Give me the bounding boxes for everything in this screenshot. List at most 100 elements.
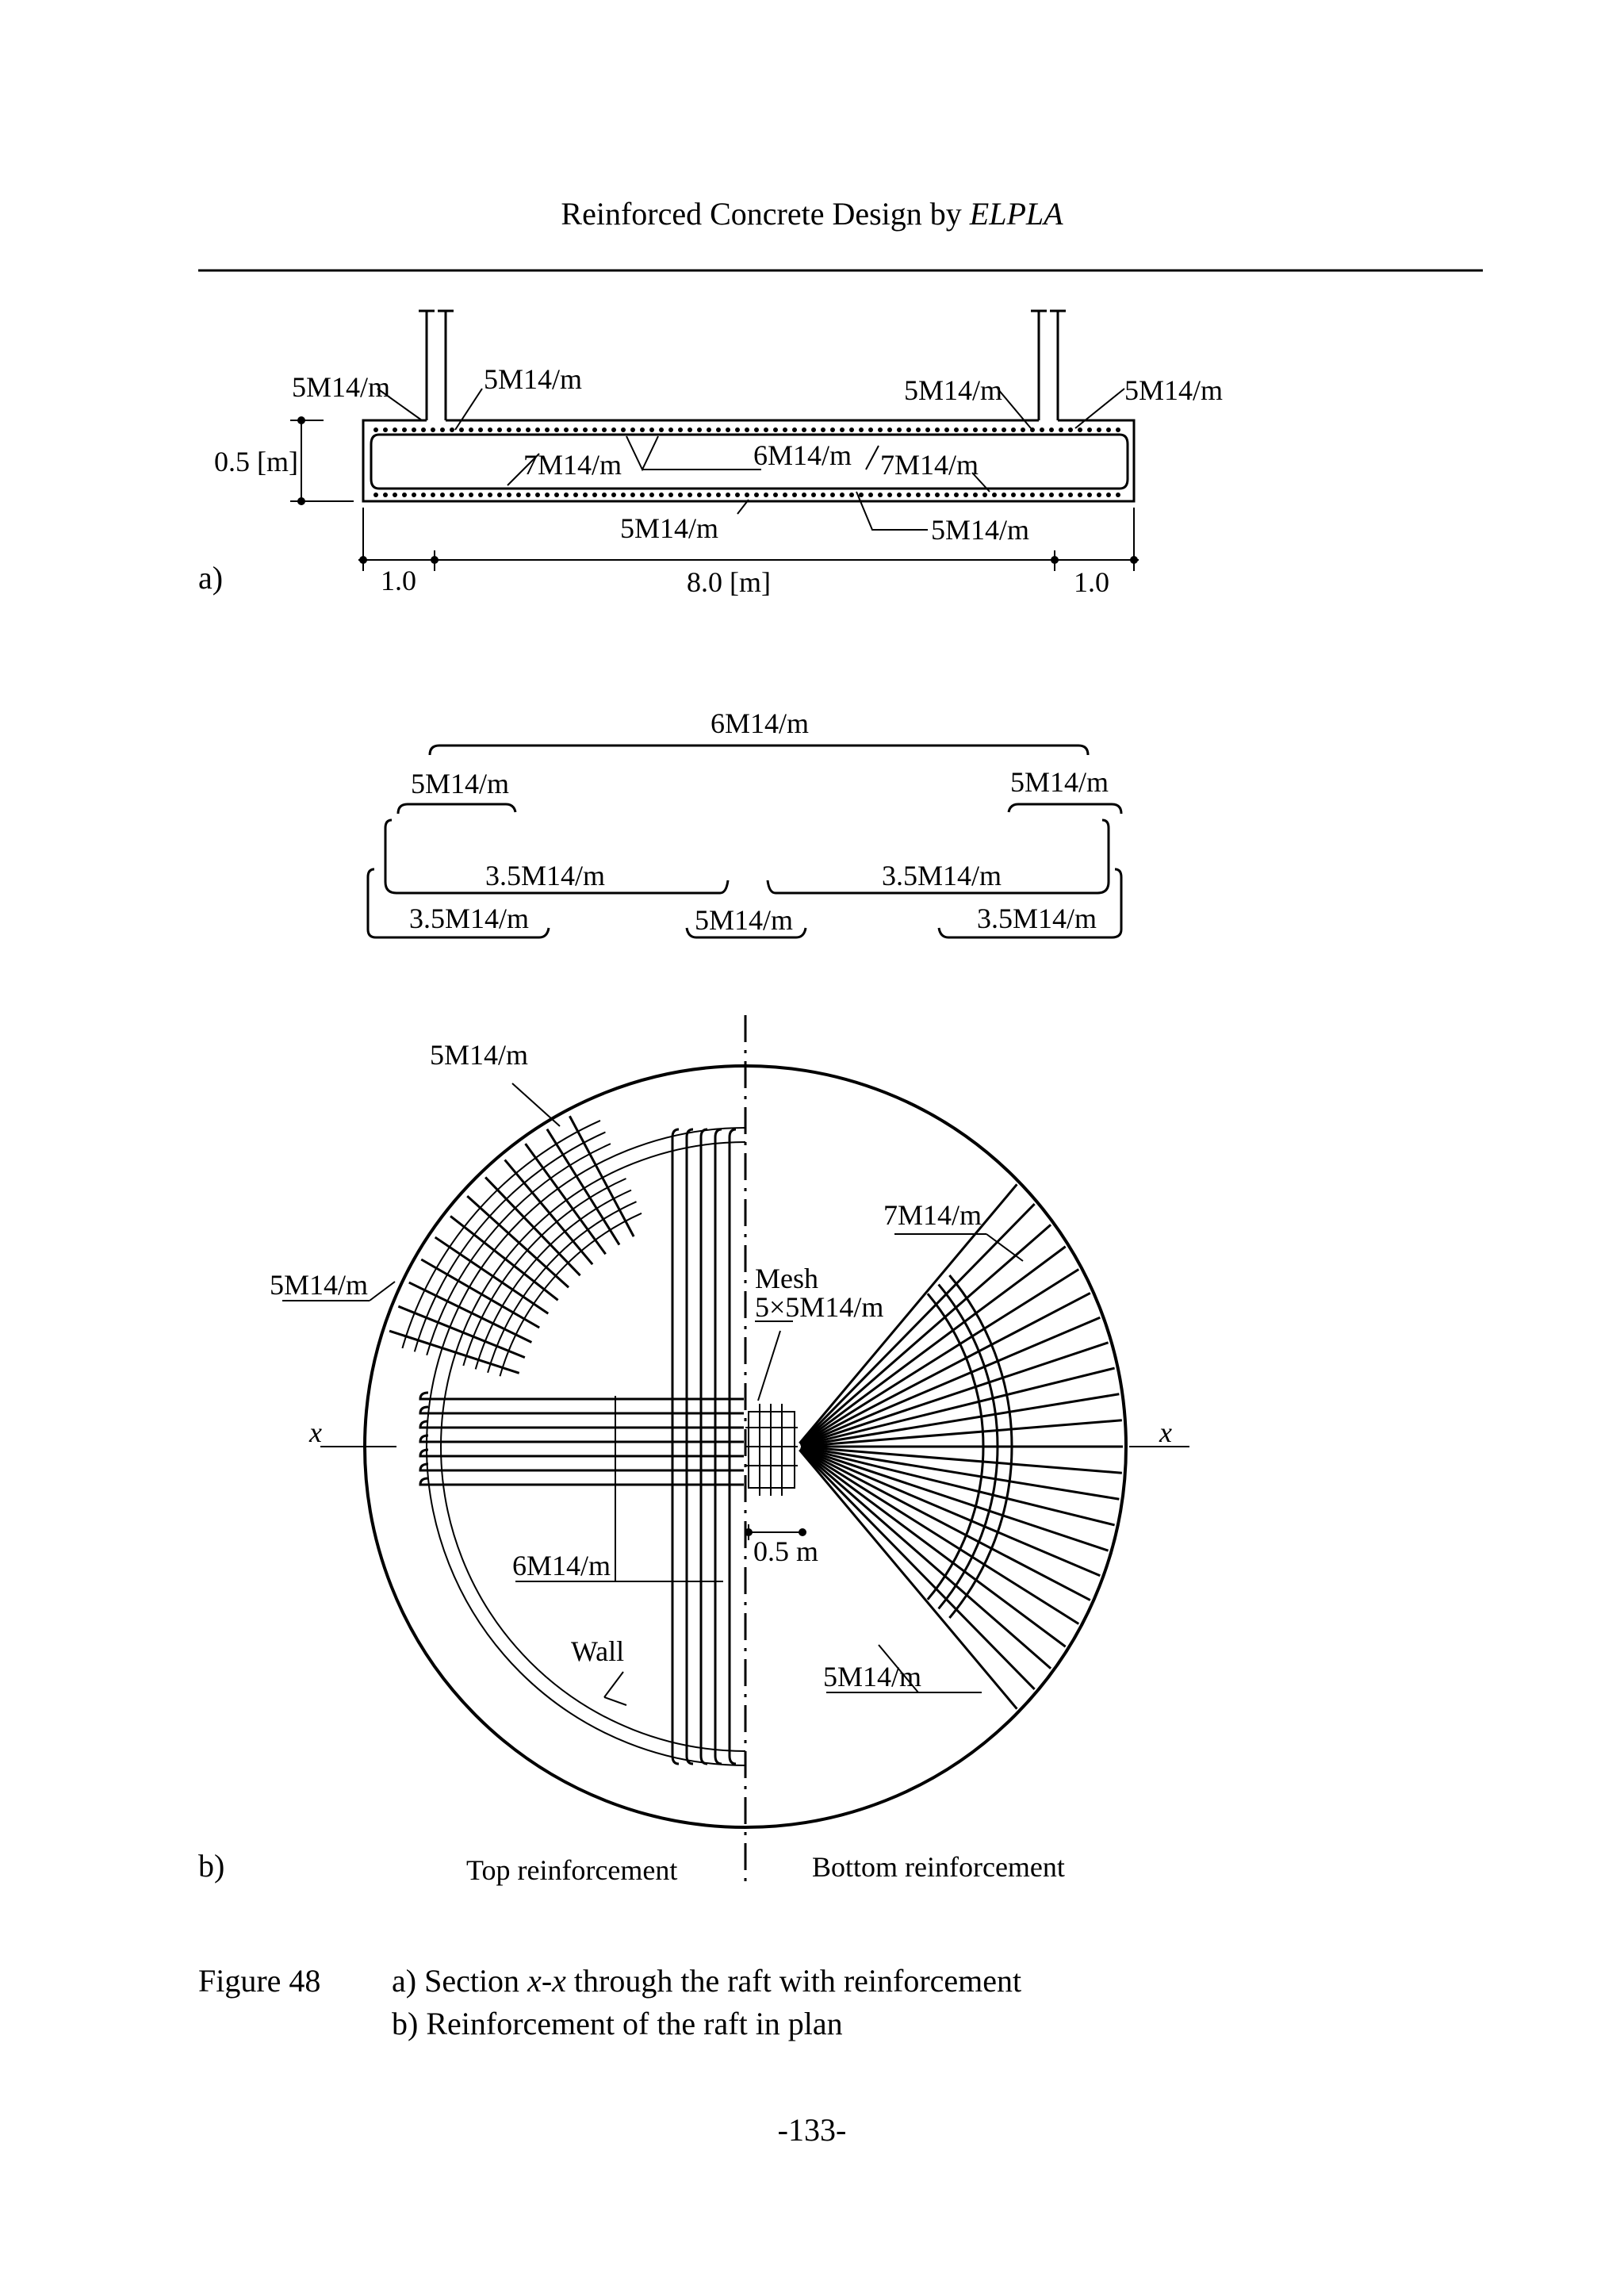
caption-a-section: x-x: [527, 1963, 566, 1999]
bottom-bar-dot: [497, 493, 502, 497]
top-bar-dot: [573, 427, 578, 432]
plan-drawing: [282, 1015, 1189, 1886]
top-bar-dot: [973, 427, 978, 432]
bottom-bar-dot: [773, 493, 778, 497]
vertical-bar: [671, 1128, 680, 1765]
top-bar-dot: [783, 427, 787, 432]
top-bar-dot: [935, 427, 940, 432]
top-bar-dot: [897, 427, 902, 432]
bottom-bar-dot: [554, 493, 559, 497]
top-bar-dot: [821, 427, 825, 432]
top-bar-dot: [859, 427, 864, 432]
bottom-bar-dot: [1049, 493, 1054, 497]
top-bar-dot: [507, 427, 511, 432]
bottom-bar-dot: [630, 493, 635, 497]
bar-hook-left: 5M14/m: [411, 768, 509, 799]
bar-shapes: [366, 744, 1123, 939]
radial-bar: [389, 1329, 520, 1374]
radial-bar: [569, 1115, 635, 1237]
bottom-bar-dot: [726, 493, 730, 497]
horizontal-bar: [419, 1391, 744, 1401]
bottom-bar-dot: [383, 493, 388, 497]
bottom-bar-dot: [1011, 493, 1016, 497]
bottom-bar-dot: [649, 493, 654, 497]
bottom-bar-dot: [602, 493, 607, 497]
top-bar-dot: [668, 427, 673, 432]
fan-bar: [800, 1446, 1120, 1501]
top-bar-dot: [954, 427, 959, 432]
dim-mid: 8.0 [m]: [687, 566, 771, 598]
top-bar-dot: [431, 427, 435, 432]
bottom-bar-dot: [897, 493, 902, 497]
bottom-bar-dot: [1078, 493, 1082, 497]
bar-top-long: 6M14/m: [710, 707, 809, 739]
fan-bar: [800, 1393, 1120, 1447]
top-bar-dot: [592, 427, 597, 432]
top-bar-dot: [906, 427, 911, 432]
page-number: -133-: [777, 2112, 847, 2148]
top-bar-dot: [1049, 427, 1054, 432]
mesh-label-line2: 5×5M14/m: [755, 1291, 883, 1323]
top-bar-dot: [526, 427, 530, 432]
top-bar-dot: [726, 427, 730, 432]
top-bar-dot: [916, 427, 921, 432]
bottom-bar-dot: [716, 493, 721, 497]
panel-a-label: a): [198, 560, 223, 596]
bottom-bar-dot: [507, 493, 511, 497]
top-bar-dot: [745, 427, 749, 432]
top-bar-dot: [1068, 427, 1073, 432]
top-bar-dot: [450, 427, 454, 432]
top-bar-dot: [583, 427, 588, 432]
bottom-bar-dot: [488, 493, 492, 497]
top-bar-dot: [830, 427, 835, 432]
fan-bar: [799, 1224, 1052, 1445]
top-bar-dot: [925, 427, 930, 432]
top-bar-dot: [697, 427, 702, 432]
ring-bar: [499, 1212, 642, 1377]
bar-low-center: 5M14/m: [695, 904, 793, 936]
bottom-bar-dot: [450, 493, 454, 497]
bottom-bar-dot: [526, 493, 530, 497]
top-bar-dot: [1059, 427, 1063, 432]
bar-low-right: 3.5M14/m: [977, 903, 1097, 934]
plan-radial-top-label: 5M14/m: [430, 1039, 528, 1071]
bottom-bar-dot: [916, 493, 921, 497]
top-bar-dot: [1040, 427, 1044, 432]
top-bar-dot: [802, 427, 806, 432]
fan-bar: [799, 1292, 1091, 1446]
bar-low-left: 3.5M14/m: [409, 903, 529, 934]
top-bar-dot: [811, 427, 816, 432]
running-header: Reinforced Concrete Design by ELPLA: [0, 195, 1624, 232]
vertical-bar: [728, 1128, 737, 1765]
bottom-bar-dot: [963, 493, 968, 497]
bottom-bar-dot: [925, 493, 930, 497]
bottom-bar-dot: [697, 493, 702, 497]
bottom-bar-dot: [878, 493, 883, 497]
fan-bar: [800, 1316, 1101, 1447]
bottom-bar-dot: [611, 493, 616, 497]
bottom-bar-dot: [821, 493, 825, 497]
bottom-bar-dot: [887, 493, 892, 497]
fan-bar: [800, 1445, 1122, 1474]
fan-bar: [799, 1268, 1080, 1446]
figure-number: Figure 48: [198, 1963, 321, 1999]
dim-left: 1.0: [381, 565, 416, 596]
top-bar-dot: [688, 427, 692, 432]
bottom-bar-dot: [431, 493, 435, 497]
top-bar-dot: [602, 427, 607, 432]
caption-b: b) Reinforcement of the raft in plan: [392, 2006, 843, 2041]
bar-hook-right: 5M14/m: [1010, 766, 1109, 798]
radial-bar: [466, 1195, 570, 1289]
bottom-bar-dot: [811, 493, 816, 497]
top-bar-dot: [754, 427, 759, 432]
ring-bar: [948, 1274, 1013, 1619]
ring-bar: [413, 1131, 606, 1352]
top-bar-dot: [764, 427, 768, 432]
top-bar-dot: [488, 427, 492, 432]
bottom-bar-dot: [830, 493, 835, 497]
bottom-bar-dot: [1002, 493, 1006, 497]
caption-a-pre: a) Section: [392, 1963, 528, 1999]
bottom-bar-dot: [764, 493, 768, 497]
bottom-bar-dot: [1097, 493, 1101, 497]
bottom-bar-dot: [1059, 493, 1063, 497]
